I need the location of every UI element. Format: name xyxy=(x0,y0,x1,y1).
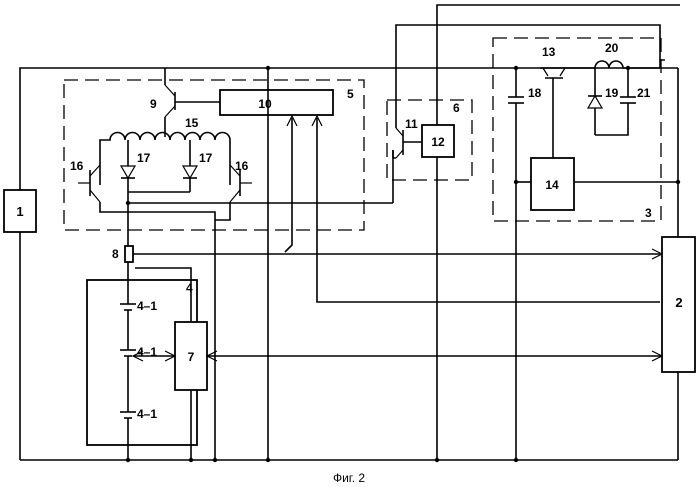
label-19: 19 xyxy=(605,86,619,100)
group-3-components: 13 20 18 19 21 xyxy=(508,41,678,460)
block-12: 12 xyxy=(422,125,454,157)
label-13: 13 xyxy=(542,45,556,59)
cell-3-label: 4–1 xyxy=(137,407,157,421)
label-9: 9 xyxy=(150,97,157,111)
block-2-label: 2 xyxy=(675,295,682,310)
label-4: 4 xyxy=(186,281,193,295)
label-16-left: 16 xyxy=(70,159,84,173)
junction-dots xyxy=(126,66,680,462)
transistor-16-left: 16 xyxy=(70,159,215,230)
block-14-label: 14 xyxy=(545,178,559,192)
block-1-label: 1 xyxy=(16,204,23,219)
label-16-right: 16 xyxy=(235,159,249,173)
group-3-border xyxy=(493,38,661,221)
group-5-label: 5 xyxy=(347,87,354,101)
cell-1-label: 4–1 xyxy=(137,299,157,313)
label-17-right: 17 xyxy=(199,151,213,165)
transistor-16-right: 16 xyxy=(215,159,252,220)
block-1: 1 xyxy=(4,190,36,232)
block-10-label: 10 xyxy=(258,97,272,111)
label-21: 21 xyxy=(637,86,651,100)
label-8: 8 xyxy=(112,247,119,261)
diode-17-right: 17 xyxy=(128,140,213,192)
label-11: 11 xyxy=(405,117,418,131)
group-6-label: 6 xyxy=(453,101,460,115)
figure-caption: Фиг. 2 xyxy=(333,471,365,485)
label-15: 15 xyxy=(185,116,199,130)
group-3-label: 3 xyxy=(645,206,652,220)
label-18: 18 xyxy=(528,86,542,100)
block-10: 10 xyxy=(220,90,333,115)
block-2: 2 xyxy=(662,237,695,372)
diode-17-left: 17 xyxy=(121,140,151,192)
label-17-left: 17 xyxy=(137,151,151,165)
block-7-label: 7 xyxy=(188,350,195,364)
resistor-8: 8 xyxy=(112,246,662,280)
block-14: 14 xyxy=(516,158,678,210)
label-20: 20 xyxy=(605,41,619,55)
block-7: 7 xyxy=(133,230,662,460)
block-12-label: 12 xyxy=(431,135,445,149)
group-5-wires xyxy=(128,68,660,460)
